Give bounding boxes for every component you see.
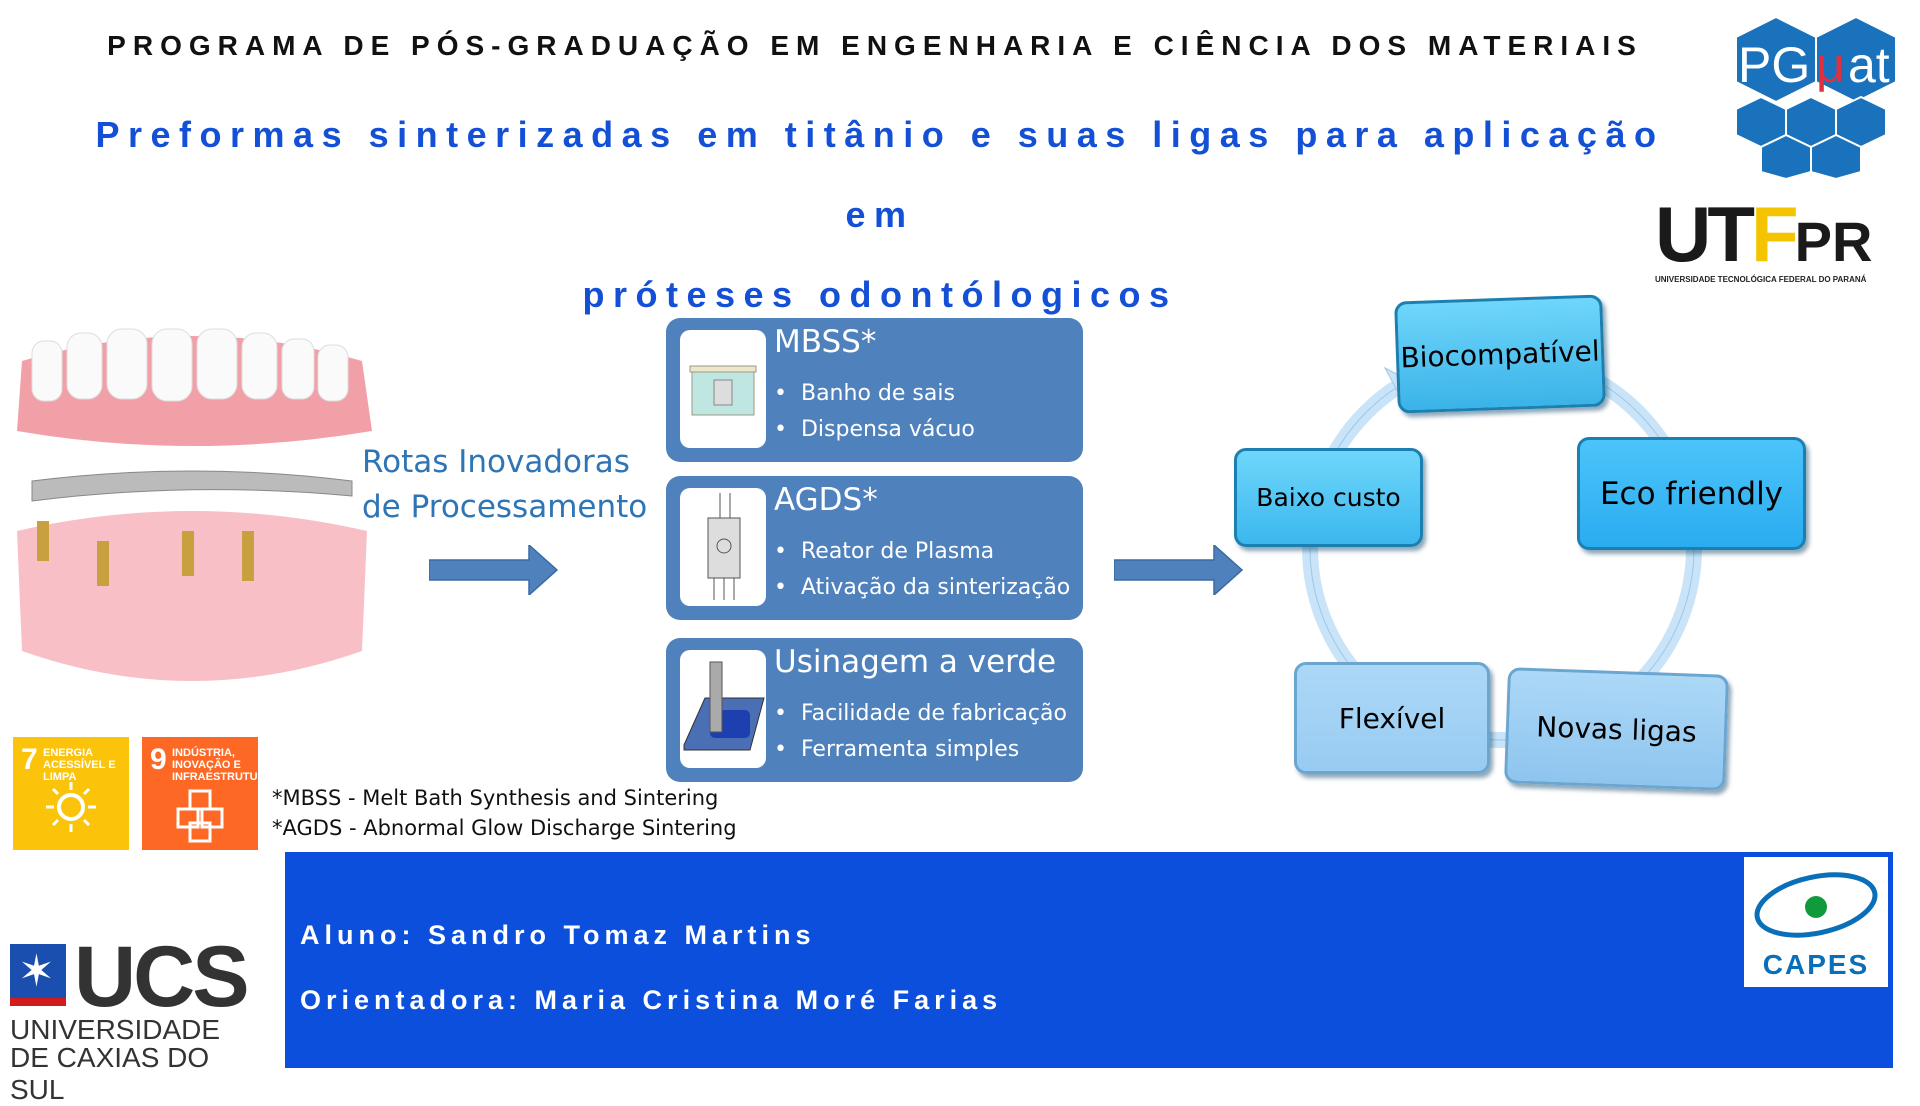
route-card-agds: AGDS* Reator de PlasmaAtivação da sinter…	[666, 476, 1083, 620]
svg-text:PG: PG	[1738, 37, 1810, 93]
sdg-number: 7	[21, 743, 38, 776]
cycle-item-biocompativel: Biocompatível	[1394, 294, 1606, 414]
arrow-right-icon	[1114, 545, 1244, 595]
cycle-item-eco-friendly: Eco friendly	[1577, 437, 1806, 550]
route-bullet: Dispensa vácuo	[774, 412, 975, 448]
ucs-star-icon: ✶	[10, 944, 66, 1006]
footnote-agds: *AGDS - Abnormal Glow Discharge Sinterin…	[272, 816, 737, 840]
route-card-usinagem: Usinagem a verde Facilidade de fabricaçã…	[666, 638, 1083, 782]
sdg-label: INDÚSTRIA, INOVAÇÃO E INFRAESTRUTURA	[172, 747, 274, 783]
sdg-label: ENERGIA ACESSÍVEL E LIMPA	[43, 747, 116, 783]
utfpr-logo: UTFPR UNIVERSIDADE TECNOLÓGICA FEDERAL D…	[1655, 190, 1873, 284]
route-bullet: Ferramenta simples	[774, 732, 1067, 768]
ucs-subtitle-1: UNIVERSIDADE	[10, 1014, 221, 1045]
ucs-wordmark: UCS	[74, 929, 250, 1025]
poster-title-line2: próteses odontólogicos	[582, 274, 1178, 315]
advisor-name: Orientadora: Maria Cristina Moré Farias	[300, 985, 1003, 1015]
capes-wordmark: CAPES	[1762, 949, 1870, 980]
rotas-line2: de Processamento	[362, 489, 648, 525]
sun-power-icon	[46, 782, 96, 832]
arrow-right-icon	[429, 545, 559, 595]
green-machining-image	[680, 650, 766, 768]
footer-banner: Aluno: Sandro Tomaz Martins Orientadora:…	[285, 852, 1893, 1068]
route-card-mbss: MBSS* Banho de saisDispensa vácuo	[666, 318, 1083, 462]
salt-bath-image	[680, 330, 766, 448]
capes-logo: CAPES	[1744, 857, 1888, 987]
svg-text:μ: μ	[1816, 37, 1845, 93]
cycle-item-flexivel: Flexível	[1294, 662, 1490, 774]
poster-title-line1: Preformas sinterizadas em titânio e suas…	[95, 114, 1665, 235]
dental-prosthesis-image	[17, 328, 372, 681]
rotas-inovadoras-label: Rotas Inovadoras de Processamento	[362, 440, 647, 530]
cycle-item-baixo-custo: Baixo custo	[1234, 448, 1423, 547]
program-title: PROGRAMA DE PÓS-GRADUAÇÃO EM ENGENHARIA …	[107, 30, 1643, 61]
poster-title: Preformas sinterizadas em titânio e suas…	[60, 95, 1700, 335]
route-title: Usinagem a verde	[774, 644, 1057, 680]
svg-text:at: at	[1848, 37, 1890, 93]
route-bullet: Reator de Plasma	[774, 534, 1070, 570]
route-title: MBSS*	[774, 324, 877, 360]
route-bullet: Ativação da sinterização	[774, 570, 1070, 606]
route-title: AGDS*	[774, 482, 878, 518]
cycle-item-novas-ligas: Novas ligas	[1504, 667, 1729, 791]
route-bullet: Facilidade de fabricação	[774, 696, 1067, 732]
plasma-reactor-image	[680, 488, 766, 606]
ucs-logo: ✶ UCS UNIVERSIDADE DE CAXIAS DO SUL	[10, 929, 265, 1105]
rotas-line1: Rotas Inovadoras	[362, 444, 630, 480]
route-bullet: Banho de sais	[774, 376, 975, 412]
pgmat-logo: PG μ at	[1736, 17, 1897, 179]
sdg-number: 9	[150, 743, 167, 776]
ucs-subtitle-2: DE CAXIAS DO SUL	[10, 1042, 210, 1105]
cubes-icon	[176, 789, 224, 843]
student-name: Aluno: Sandro Tomaz Martins	[300, 920, 816, 950]
footnote-mbss: *MBSS - Melt Bath Synthesis and Sinterin…	[272, 786, 719, 810]
utfpr-subtitle: UNIVERSIDADE TECNOLÓGICA FEDERAL DO PARA…	[1655, 275, 1867, 284]
